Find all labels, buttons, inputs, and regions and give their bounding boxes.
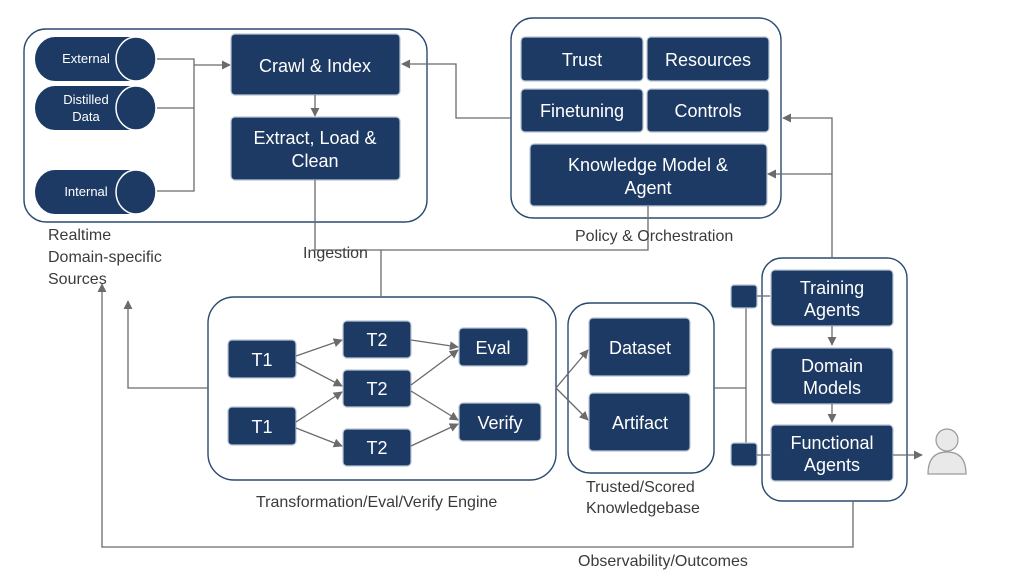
training-label-2: Agents bbox=[804, 300, 860, 320]
t2-box-1 bbox=[342, 320, 412, 359]
trust-box bbox=[520, 36, 644, 82]
ingestion-line bbox=[314, 180, 382, 297]
t2-2-to-verify-arrow bbox=[410, 390, 459, 421]
t2-3-to-verify-arrow bbox=[410, 423, 459, 447]
verify-box bbox=[458, 402, 542, 442]
verify-label: Verify bbox=[477, 413, 522, 433]
controls-box bbox=[646, 88, 770, 133]
internal-source-cylinder: Internal bbox=[35, 169, 157, 215]
knowledge-model-label-2: Agent bbox=[624, 178, 671, 198]
distilled-data-cylinder: Distilled Data bbox=[35, 85, 157, 131]
distilled-label-2: Data bbox=[72, 109, 100, 124]
bus-port-bottom bbox=[730, 442, 758, 467]
internal-label: Internal bbox=[64, 184, 107, 199]
crawl-index-label: Crawl & Index bbox=[259, 56, 371, 76]
agents-to-policy-arrow-top bbox=[782, 113, 833, 258]
sources-caption-2: Domain-specific bbox=[48, 249, 162, 266]
controls-label: Controls bbox=[674, 101, 741, 121]
finetuning-box bbox=[520, 88, 644, 133]
engine-caption: Transformation/Eval/Verify Engine bbox=[256, 494, 497, 511]
t2-1-to-eval-arrow bbox=[410, 339, 459, 351]
t1-box-top bbox=[227, 339, 297, 379]
policy-ingestion-line bbox=[381, 206, 649, 251]
extract-label-1: Extract, Load & bbox=[253, 128, 376, 148]
knowledge-model-label-1: Knowledge Model & bbox=[568, 155, 728, 175]
t1-label-top: T1 bbox=[251, 350, 272, 370]
t1-box-bottom bbox=[227, 406, 297, 446]
extract-label-2: Clean bbox=[291, 151, 338, 171]
dataset-box bbox=[588, 317, 691, 377]
functional-label-2: Agents bbox=[804, 455, 860, 475]
observability-loop-arrow bbox=[97, 283, 854, 548]
resources-label: Resources bbox=[665, 50, 751, 70]
user-icon bbox=[927, 428, 967, 475]
finetuning-label: Finetuning bbox=[540, 101, 624, 121]
t2-label-1: T2 bbox=[366, 330, 387, 350]
sources-connector bbox=[157, 58, 195, 192]
training-label-1: Training bbox=[800, 278, 864, 298]
t1b-to-t2-2-arrow bbox=[295, 391, 343, 423]
kb-caption-2: Knowledgebase bbox=[586, 500, 700, 517]
sources-caption-1: Realtime bbox=[48, 227, 111, 244]
domain-label-2: Models bbox=[803, 378, 861, 398]
functional-agents-box bbox=[770, 424, 894, 482]
t2-label-3: T2 bbox=[366, 438, 387, 458]
observability-caption: Observability/Outcomes bbox=[578, 553, 748, 570]
policy-to-crawl-arrow bbox=[401, 59, 511, 119]
functional-label-1: Functional bbox=[790, 433, 873, 453]
artifact-label: Artifact bbox=[612, 413, 668, 433]
engine-to-sources-arrow bbox=[123, 300, 208, 389]
eval-box bbox=[458, 327, 529, 367]
external-label: External bbox=[62, 51, 110, 66]
t1b-to-t2-3-arrow bbox=[295, 427, 343, 448]
t2-label-2: T2 bbox=[366, 379, 387, 399]
eval-label: Eval bbox=[475, 338, 510, 358]
bus-port-top bbox=[730, 284, 758, 309]
engine-to-artifact-arrow bbox=[555, 387, 589, 421]
artifact-box bbox=[588, 392, 691, 452]
sources-caption-3: Sources bbox=[48, 271, 107, 288]
t2-box-2 bbox=[342, 369, 412, 408]
resources-box bbox=[646, 36, 770, 82]
dataset-label: Dataset bbox=[609, 338, 671, 358]
trust-label: Trust bbox=[562, 50, 602, 70]
ingestion-caption: Ingestion bbox=[303, 245, 368, 262]
t2-2-to-eval-arrow bbox=[410, 349, 459, 386]
policy-caption: Policy & Orchestration bbox=[575, 228, 733, 245]
domain-label-1: Domain bbox=[801, 356, 863, 376]
kb-caption-1: Trusted/Scored bbox=[586, 479, 695, 496]
t1-label-bottom: T1 bbox=[251, 417, 272, 437]
engine-to-dataset-arrow bbox=[555, 349, 589, 389]
t1-to-t2-1-arrow bbox=[295, 338, 343, 357]
external-source-cylinder: External bbox=[35, 36, 157, 82]
t2-box-3 bbox=[342, 428, 412, 467]
distilled-label-1: Distilled bbox=[63, 92, 109, 107]
t1-to-t2-2-arrow bbox=[295, 361, 343, 387]
